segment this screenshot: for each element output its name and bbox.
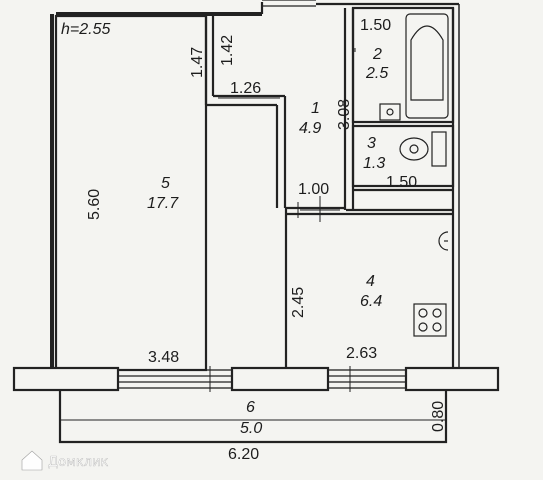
- bathtub-inner-icon: [410, 25, 444, 101]
- dimension-1-50-top: 1.50: [360, 17, 391, 34]
- dimension-1-42: 1.42: [219, 35, 236, 66]
- room-4-number: 4: [366, 273, 375, 290]
- room-3-number: 3: [367, 135, 376, 152]
- sink-icon: [379, 103, 401, 121]
- room-2-area: 2.5: [365, 65, 388, 82]
- house-logo-icon: [21, 450, 43, 471]
- room-1-area: 4.9: [299, 120, 321, 137]
- room-4-area: 6.4: [360, 293, 382, 310]
- toilet-tank-icon: [431, 131, 447, 167]
- dimension-0-80: 0.80: [430, 401, 447, 432]
- room-1-number: 1: [311, 100, 320, 117]
- room-6-number: 6: [246, 399, 255, 416]
- room-5-number: 5: [161, 175, 170, 192]
- room-5-area: 17.7: [147, 195, 179, 212]
- dimension-3-08: 3.08: [336, 99, 353, 130]
- dimension-1-47: 1.47: [189, 47, 206, 78]
- bathtub-icon: [405, 13, 449, 119]
- dimension-6-20: 6.20: [228, 446, 259, 463]
- dimension-2-63: 2.63: [346, 345, 377, 362]
- stove-icon: [413, 303, 447, 337]
- room-2-number: 2: [372, 46, 382, 63]
- dimension-2-45: 2.45: [290, 287, 307, 318]
- room-6-area: 5.0: [240, 420, 262, 437]
- windows: [117, 0, 407, 389]
- heater-icon: [438, 231, 449, 251]
- room-3-area: 1.3: [363, 155, 385, 172]
- dimension-1-00: 1.00: [298, 181, 329, 198]
- dimension-1-26: 1.26: [230, 80, 261, 97]
- watermark: Домклик: [21, 450, 109, 471]
- ceiling-height-label: h=2.55: [61, 21, 110, 38]
- watermark-text: Домклик: [48, 455, 109, 470]
- walls: [12, 2, 500, 444]
- toilet-bowl-icon: [399, 137, 429, 161]
- dimension-3-48: 3.48: [148, 349, 179, 366]
- fixtures: [379, 13, 449, 337]
- dimension-1-50-bottom: 1.50: [386, 174, 417, 191]
- dimension-lines: [60, 48, 446, 421]
- dimension-5-60: 5.60: [86, 189, 103, 220]
